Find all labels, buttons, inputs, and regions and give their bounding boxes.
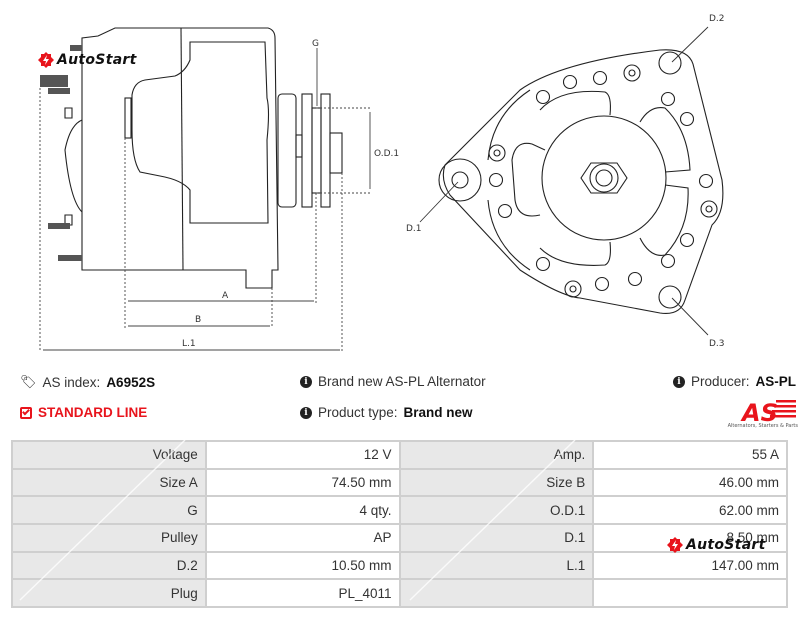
dimension-lines (39, 88, 372, 352)
spec-label: D.1 (398, 523, 595, 553)
spec-value: 10.50 mm (204, 550, 401, 581)
autostart-gear-icon (38, 52, 54, 68)
standard-line-badge: STANDARD LINE (20, 405, 147, 420)
spec-label (398, 578, 595, 609)
spec-value: 74.50 mm (204, 467, 401, 498)
producer-label: Producer: (691, 374, 750, 389)
label-d1: D.1 (406, 224, 422, 234)
product-type-label: Product type: (318, 405, 398, 420)
autostart-gear-icon (667, 537, 683, 553)
dimension-arrows (43, 48, 371, 351)
spec-label: O.D.1 (398, 495, 595, 526)
spec-value (592, 578, 788, 609)
as-logo-text: AS (740, 399, 778, 425)
spec-label: Size B (398, 467, 595, 498)
label-od1: O.D.1 (374, 149, 399, 159)
spec-value: 147.00 mm (592, 550, 788, 581)
tags-icon: 🏷︎ (20, 374, 37, 389)
check-square-icon (20, 406, 32, 419)
as-index-label: AS index: (42, 374, 101, 390)
technical-drawing: G O.D.1 A B L.1 (39, 14, 725, 352)
as-index-value: A6952S (106, 374, 156, 390)
spec-label: Plug (11, 578, 207, 609)
spec-label: G (11, 495, 207, 526)
label-d2: D.2 (709, 14, 725, 24)
label-d3: D.3 (709, 339, 725, 349)
spec-label: Amp. (398, 440, 595, 470)
spec-label: D.2 (11, 550, 207, 581)
info-icon: i (673, 375, 685, 388)
spec-label: L.1 (398, 550, 595, 581)
info-icon: i (300, 375, 312, 388)
as-logo-subtitle: Alternators, Starters & Parts (727, 423, 798, 429)
spec-value: PL_4011 (204, 578, 401, 609)
spec-label: Voltage (11, 440, 207, 470)
as-logo-mark: AS (740, 399, 796, 427)
producer: i Producer: AS-PL (673, 374, 796, 389)
standard-line-label: STANDARD LINE (38, 405, 148, 420)
spec-value: 55 A (592, 440, 788, 470)
alternator-drawing: G O.D.1 A B L.1 (39, 14, 725, 352)
label-l1: L.1 (182, 339, 196, 349)
spec-value: 12 V (204, 440, 401, 470)
spec-value: 8.50 mm (592, 523, 788, 553)
label-g: G (312, 39, 319, 49)
spec-label: Size A (11, 467, 207, 498)
autostart-logo: AutoStart (38, 52, 137, 68)
spec-value: 46.00 mm (592, 467, 788, 498)
as-producer-logo: AS Alternators, Starters & Parts (706, 397, 798, 435)
autostart-table-logo: AutoStart (667, 537, 766, 553)
spec-label: Pulley (11, 523, 207, 553)
front-view (438, 49, 724, 315)
autostart-logo-text: AutoStart (686, 537, 766, 553)
as-index: 🏷︎ AS index: A6952S (20, 374, 155, 390)
label-b: B (195, 315, 201, 325)
front-leaders (419, 26, 709, 336)
spec-value: 4 qty. (204, 495, 401, 526)
brand-new-info: i Brand new AS-PL Alternator (300, 374, 486, 389)
autostart-logo-text: AutoStart (57, 52, 137, 68)
spec-value: AP (204, 523, 401, 553)
label-a: A (222, 291, 229, 301)
brand-new-label: Brand new AS-PL Alternator (318, 374, 486, 389)
product-type: i Product type: Brand new (300, 405, 473, 420)
spec-value: 62.00 mm (592, 495, 788, 526)
info-icon: i (300, 406, 312, 419)
producer-value: AS-PL (755, 374, 797, 389)
product-type-value: Brand new (403, 405, 473, 420)
bolts (40, 45, 82, 261)
